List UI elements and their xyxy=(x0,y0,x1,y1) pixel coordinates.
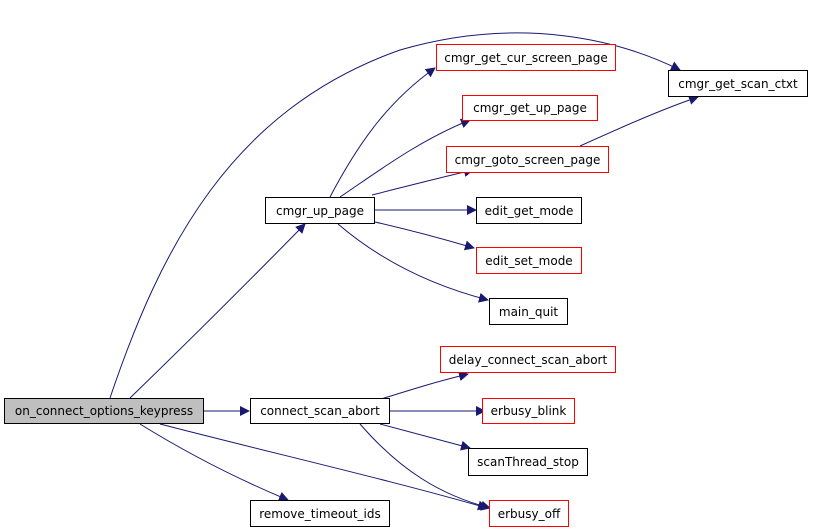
node-erbusy-off[interactable]: erbusy_off xyxy=(489,500,569,527)
node-cmgr-get-scan-ctxt[interactable]: cmgr_get_scan_ctxt xyxy=(668,70,808,97)
node-edit-set-mode[interactable]: edit_set_mode xyxy=(476,247,582,274)
node-delay-connect-scan-abort[interactable]: delay_connect_scan_abort xyxy=(440,346,616,373)
node-erbusy-blink[interactable]: erbusy_blink xyxy=(482,398,575,424)
node-remove-timeout-ids[interactable]: remove_timeout_ids xyxy=(250,500,390,527)
edge-goto-to-get-scan-ctxt xyxy=(579,95,699,147)
edge-csa-to-erbusy-off xyxy=(359,423,491,511)
node-cmgr-goto-screen-page[interactable]: cmgr_goto_screen_page xyxy=(446,146,609,173)
node-cmgr-get-cur-screen-page[interactable]: cmgr_get_cur_screen_page xyxy=(436,44,616,71)
node-on-connect-options-keypress[interactable]: on_connect_options_keypress xyxy=(4,398,204,424)
edge-csa-to-scanthread-stop xyxy=(379,423,471,451)
edge-csa-to-delay-csa xyxy=(377,371,469,401)
edge-up-page-to-main-quit xyxy=(337,223,489,303)
node-main-quit[interactable]: main_quit xyxy=(489,298,568,325)
node-cmgr-up-page[interactable]: cmgr_up_page xyxy=(265,197,375,224)
edge-root-to-cmgr-get-scan-ctxt xyxy=(109,32,681,399)
edge-root-to-cmgr-up-page xyxy=(129,223,306,399)
node-cmgr-get-up-page[interactable]: cmgr_get_up_page xyxy=(462,95,598,121)
edge-up-page-to-cur-screen-page xyxy=(329,67,436,198)
edge-up-page-to-get-up-page xyxy=(339,118,471,198)
node-scanthread-stop[interactable]: scanThread_stop xyxy=(468,448,588,476)
node-connect-scan-abort[interactable]: connect_scan_abort xyxy=(250,398,390,424)
node-edit-get-mode[interactable]: edit_get_mode xyxy=(476,197,582,224)
edge-up-page-to-edit-set-mode xyxy=(374,221,475,251)
edge-root-to-erbusy-off xyxy=(159,423,488,511)
edge-root-to-remove-timeout-ids xyxy=(139,423,289,502)
edge-up-page-to-goto-screen-page xyxy=(371,167,474,196)
